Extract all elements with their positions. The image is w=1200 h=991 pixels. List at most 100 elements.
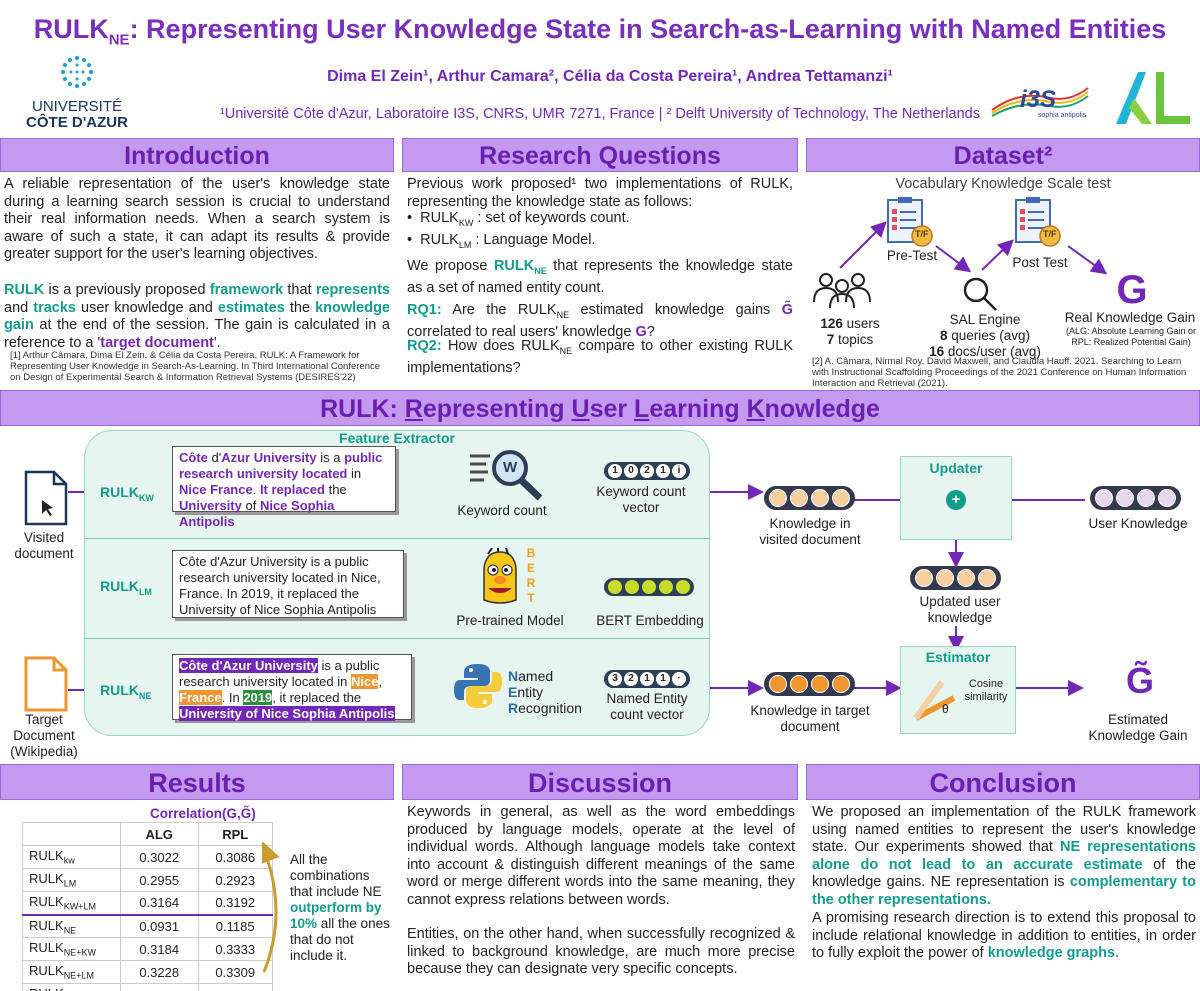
vector-cell: 1 xyxy=(656,464,670,478)
univ-logo-line2: CÔTE D'AZUR xyxy=(26,114,128,131)
introduction-heading: Introduction xyxy=(0,138,394,172)
authors: Dima El Zein¹, Arthur Camara², Célia da … xyxy=(327,68,893,85)
post-test-tf: T/F xyxy=(1043,229,1057,239)
vector-cell: 1 xyxy=(640,672,654,686)
row-method: RULKLM xyxy=(22,868,121,892)
pre-test-clipboard-icon: T/F xyxy=(886,196,934,248)
cosine-angle-icon xyxy=(912,676,958,722)
col-header-alg: ALG xyxy=(119,822,199,846)
target-document-icon xyxy=(24,656,68,712)
search-icon xyxy=(960,274,1000,314)
real-gain-g: G xyxy=(1116,268,1148,312)
plus-icon: + xyxy=(946,490,966,510)
col-header-empty xyxy=(22,822,121,846)
updated-user-knowledge-label: Updated user knowledge xyxy=(919,594,1001,625)
i3s-logo-sub: sophia antipolis xyxy=(1038,112,1087,119)
knowledge-visited-vector xyxy=(764,486,855,510)
ne-document-text: Côte d'Azur University is a public resea… xyxy=(172,654,412,721)
keyword-w-letter: W xyxy=(503,459,518,476)
row-method: RULKNE+LM xyxy=(22,960,121,985)
rq-bullet-lm: • RULKLM : Language Model. xyxy=(407,232,596,251)
rulk-ne-label: RULKNE xyxy=(100,682,152,701)
row-rpl: 0.3333 xyxy=(197,937,273,962)
sal-engine: SAL Engine 8 queries (avg) 16 docs/user … xyxy=(929,312,1041,359)
bert-cell xyxy=(608,580,622,594)
i3s-logo: i3S sophia antipolis xyxy=(990,80,1090,125)
rq-proposal: We propose RULKNE that represents the kn… xyxy=(407,258,793,297)
lm-document-text: Côte d'Azur University is a public resea… xyxy=(172,550,404,618)
vector-cell: 1 xyxy=(656,672,670,686)
post-test-clipboard-icon: T/F xyxy=(1014,196,1062,248)
results-note: All the combinations that include NE out… xyxy=(290,852,390,963)
visited-document-icon xyxy=(24,470,68,526)
real-gain-label: Real Knowledge Gain xyxy=(1064,310,1196,325)
conclusion-p2: A promising research direction is to ext… xyxy=(812,910,1196,961)
results-heading: Results xyxy=(0,764,394,800)
discussion-heading: Discussion xyxy=(402,764,798,800)
users-icon xyxy=(812,270,872,310)
row-rpl: 0.3309 xyxy=(197,960,273,985)
rq-bullet-kw: • RULKKW : set of keywords count. xyxy=(407,210,630,228)
keyword-count-label: Keyword count xyxy=(457,503,547,518)
results-bracket-arrow xyxy=(262,842,280,973)
bert-embedding-label: BERT Embedding xyxy=(596,613,704,628)
bert-cell xyxy=(676,580,690,594)
row-method: RULKNE+LM+KW xyxy=(22,983,121,991)
feature-extractor-label: Feature Extractor xyxy=(339,430,455,446)
cosine-label: Cosine similarity xyxy=(964,678,1008,703)
updated-user-knowledge-vector xyxy=(910,566,1001,590)
row-method: RULKNE xyxy=(22,914,121,939)
visited-document-label: Visited document xyxy=(14,530,74,561)
real-gain-sub: (ALG: Absolute Learning Gain or RPL: Rea… xyxy=(1065,326,1197,347)
estimated-gain-g: G̃ xyxy=(1125,660,1154,701)
row-rpl: 0.3490 xyxy=(197,983,273,991)
vector-cell: 3 xyxy=(608,672,622,686)
dataset-reference: [2] A. Câmara, Nirmal Roy, David Maxwell… xyxy=(812,356,1187,389)
target-document-label: Target Document (Wikipedia) xyxy=(10,712,78,759)
vector-cell: · xyxy=(672,672,686,686)
universite-cote-dazur-logo: UNIVERSITÉ CÔTE D'AZUR xyxy=(22,52,132,132)
kw-document-text: Côte d'Azur University is a public resea… xyxy=(172,446,396,529)
row-alg: 0.3164 xyxy=(119,890,199,916)
row-method: RULKkw xyxy=(22,845,121,869)
bert-embedding-vector xyxy=(604,578,694,596)
ne-count-vector-label: Named Entity count vector xyxy=(606,691,688,722)
row-rpl: 0.2923 xyxy=(197,868,273,892)
row-method: RULKNE+KW xyxy=(22,937,121,962)
knowledge-target-vector xyxy=(764,672,855,696)
rq-bullets: • RULKKW : set of keywords count. • RULK… xyxy=(407,210,793,255)
theta-symbol: θ xyxy=(942,702,949,716)
poster-title: RULKNE: Representing User Knowledge Stat… xyxy=(33,14,1167,49)
keyword-count-icon: W xyxy=(466,446,550,502)
dataset-heading: Dataset² xyxy=(806,138,1200,172)
discussion-p1: Keywords in general, as well as the word… xyxy=(407,804,795,908)
pre-test-tf: T/F xyxy=(915,229,929,239)
bert-character-icon xyxy=(478,547,522,608)
row-rpl: 0.3192 xyxy=(197,890,273,916)
al-logo xyxy=(1112,68,1192,126)
row-rpl: 0.1185 xyxy=(197,914,273,939)
user-knowledge-vector xyxy=(1090,486,1181,510)
estimated-gain-label: Estimated Knowledge Gain xyxy=(1088,712,1188,743)
introduction-reference: [1] Arthur Câmara, Dima El Zein, & Célia… xyxy=(10,350,381,383)
rulk-heading: RULK: Representing User Learning Knowled… xyxy=(0,390,1200,426)
research-questions-heading: Research Questions xyxy=(402,138,798,172)
affiliations: ¹Université Côte d'Azur, Laboratoire I3S… xyxy=(219,106,980,122)
al-logo-icon xyxy=(1116,72,1190,124)
univ-logo-line1: UNIVERSITÉ xyxy=(31,98,122,115)
discussion-p2: Entities, on the other hand, when succes… xyxy=(407,926,795,977)
row-alg: 0.2955 xyxy=(119,868,199,892)
python-icon xyxy=(454,662,502,710)
keyword-count-vector-label: Keyword count vector xyxy=(596,484,686,515)
post-test-label: Post Test xyxy=(1012,255,1068,270)
row-method: RULKKW+LM xyxy=(22,890,121,916)
